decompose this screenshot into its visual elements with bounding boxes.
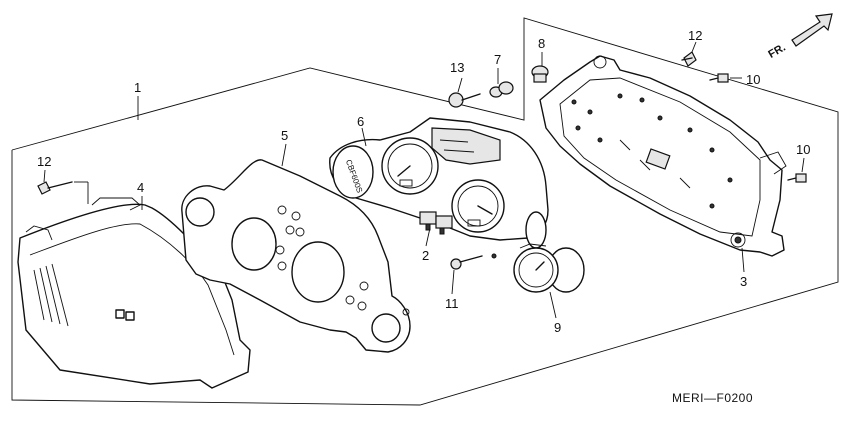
callout-12-left: 12 <box>37 154 51 169</box>
assembly-frame <box>11 17 839 406</box>
diagram-code: MERI—F0200 <box>672 391 753 405</box>
callout-2: 2 <box>422 248 429 263</box>
part-instrument-panel <box>181 159 411 353</box>
part-screws <box>37 51 807 270</box>
callout-10-right: 10 <box>796 142 810 157</box>
callout-10-top: 10 <box>746 72 760 87</box>
part-rear-case <box>539 55 787 257</box>
callout-5: 5 <box>281 128 288 143</box>
part-gauge-cluster: CBF600S <box>329 117 549 249</box>
callout-7: 7 <box>494 52 501 67</box>
callout-13: 13 <box>450 60 464 75</box>
callout-3: 3 <box>740 274 747 289</box>
callout-labels: 1 2 3 4 5 6 7 8 9 10 10 11 12 12 13 <box>37 28 810 335</box>
callout-9: 9 <box>554 320 561 335</box>
callout-4: 4 <box>137 180 144 195</box>
part-fuel-gauge <box>513 243 585 293</box>
callout-1: 1 <box>134 80 141 95</box>
callout-8: 8 <box>538 36 545 51</box>
callout-11: 11 <box>445 296 459 311</box>
leader-lines <box>43 41 805 319</box>
direction-label: FR. <box>766 42 787 61</box>
callout-12-right: 12 <box>688 28 702 43</box>
front-direction-arrow: FR. <box>766 13 833 61</box>
callout-6: 6 <box>357 114 364 129</box>
